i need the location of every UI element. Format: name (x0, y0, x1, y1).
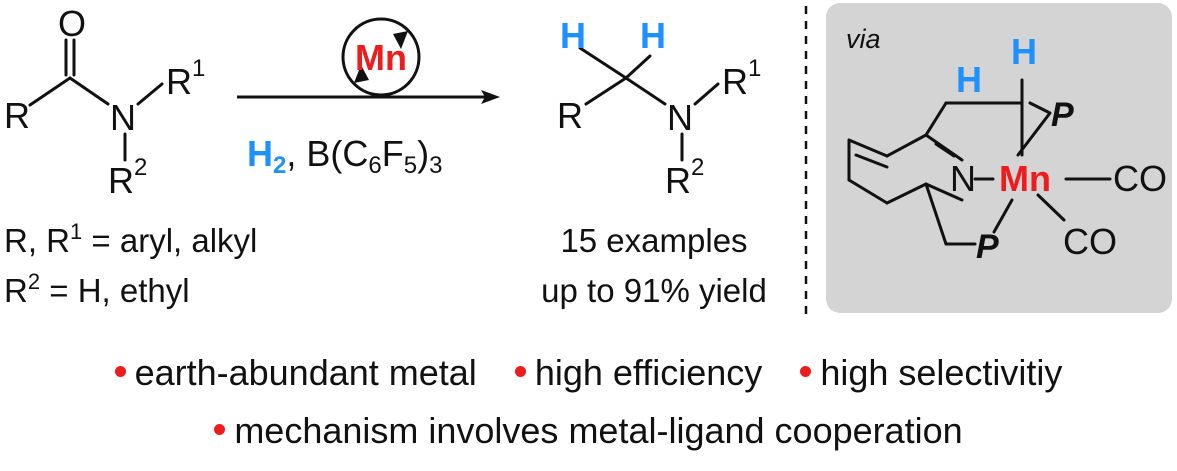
product-hydrogen-left: H (560, 15, 586, 56)
bullet-dot-icon (214, 424, 226, 435)
complex-carbonyl-right: CO (1113, 158, 1167, 199)
reagent-close-paren: ) (417, 133, 429, 174)
complex-hydrogen-ch: H (956, 59, 982, 100)
complex-manganese: Mn (999, 158, 1051, 199)
reagent-borane-prefix: , B(C (286, 133, 368, 174)
product-hydrogen-right: H (640, 15, 666, 56)
reagent-hydrogen: H (247, 133, 273, 174)
complex-carbonyl-lower: CO (1063, 221, 1117, 262)
reagent-fluorine: F (382, 133, 404, 174)
bullet-text: high selectivitiy (820, 352, 1063, 393)
scope-examples: 15 examples (560, 222, 747, 259)
intermediate-panel (826, 3, 1172, 313)
mn-pincer-complex (847, 78, 1112, 246)
amide-r2-superscript: 2 (134, 154, 147, 181)
substituent-definition-r2: R2 = H, ethyl (4, 269, 190, 309)
amine-product (578, 46, 720, 162)
bullet-dot-icon (114, 366, 126, 377)
substituent-definition-r-r1: R, R1 = aryl, alkyl (4, 219, 257, 259)
reagent-f-subscript: 5 (404, 152, 417, 179)
bullet-text: mechanism involves metal-ligand cooperat… (234, 410, 963, 451)
complex-hydrogen-mn: H (1011, 31, 1037, 72)
product-r-group: R (557, 95, 583, 136)
product-nitrogen: N (667, 97, 693, 138)
complex-nitrogen: N (950, 158, 976, 199)
catalytic-cycle-icon (341, 17, 421, 97)
product-r2-group: R (665, 160, 691, 201)
bullet-dot-icon (800, 366, 812, 377)
bullet-selectivity: high selectivitiy (800, 352, 1062, 394)
scope-yield: up to 91% yield (541, 272, 767, 309)
amide-oxygen: O (58, 3, 86, 44)
reaction-reagents: H2, B(C6F5)3 (247, 133, 442, 179)
feature-bullets-row-2: mechanism involves metal-ligand cooperat… (0, 410, 1177, 452)
amide-r1-superscript: 1 (192, 55, 205, 82)
reaction-scheme: O R N R 1 R 2 Mn H2, B(C6F5)3 H (4, 3, 1172, 314)
product-r1-superscript: 1 (748, 55, 761, 82)
reaction-arrow (237, 90, 500, 104)
bullet-text: high efficiency (534, 352, 763, 393)
bullet-mechanism: mechanism involves metal-ligand cooperat… (214, 410, 963, 452)
bullet-earth-abundant: earth-abundant metal (114, 352, 477, 394)
product-r1-group: R (722, 61, 748, 102)
bullet-dot-icon (514, 366, 526, 377)
reagent-c-subscript: 6 (368, 152, 381, 179)
amide-r2-group: R (108, 160, 134, 201)
product-r2-superscript: 2 (691, 154, 704, 181)
amide-reactant (28, 38, 164, 162)
bullet-text: earth-abundant metal (134, 352, 477, 393)
amide-r-group: R (4, 95, 30, 136)
complex-phosphorus-upper: P (1051, 96, 1074, 134)
complex-phosphorus-lower: P (976, 228, 999, 266)
amide-r1-group: R (166, 61, 192, 102)
reagent-hydrogen-subscript: 2 (273, 152, 286, 179)
amide-nitrogen: N (110, 97, 136, 138)
reagent-paren-subscript: 3 (429, 152, 442, 179)
intermediate-via-label: via (846, 24, 881, 54)
bullet-efficiency: high efficiency (514, 352, 763, 394)
feature-bullets-row-1: earth-abundant metal high efficiency hig… (0, 352, 1177, 394)
catalyst-manganese: Mn (355, 37, 407, 78)
